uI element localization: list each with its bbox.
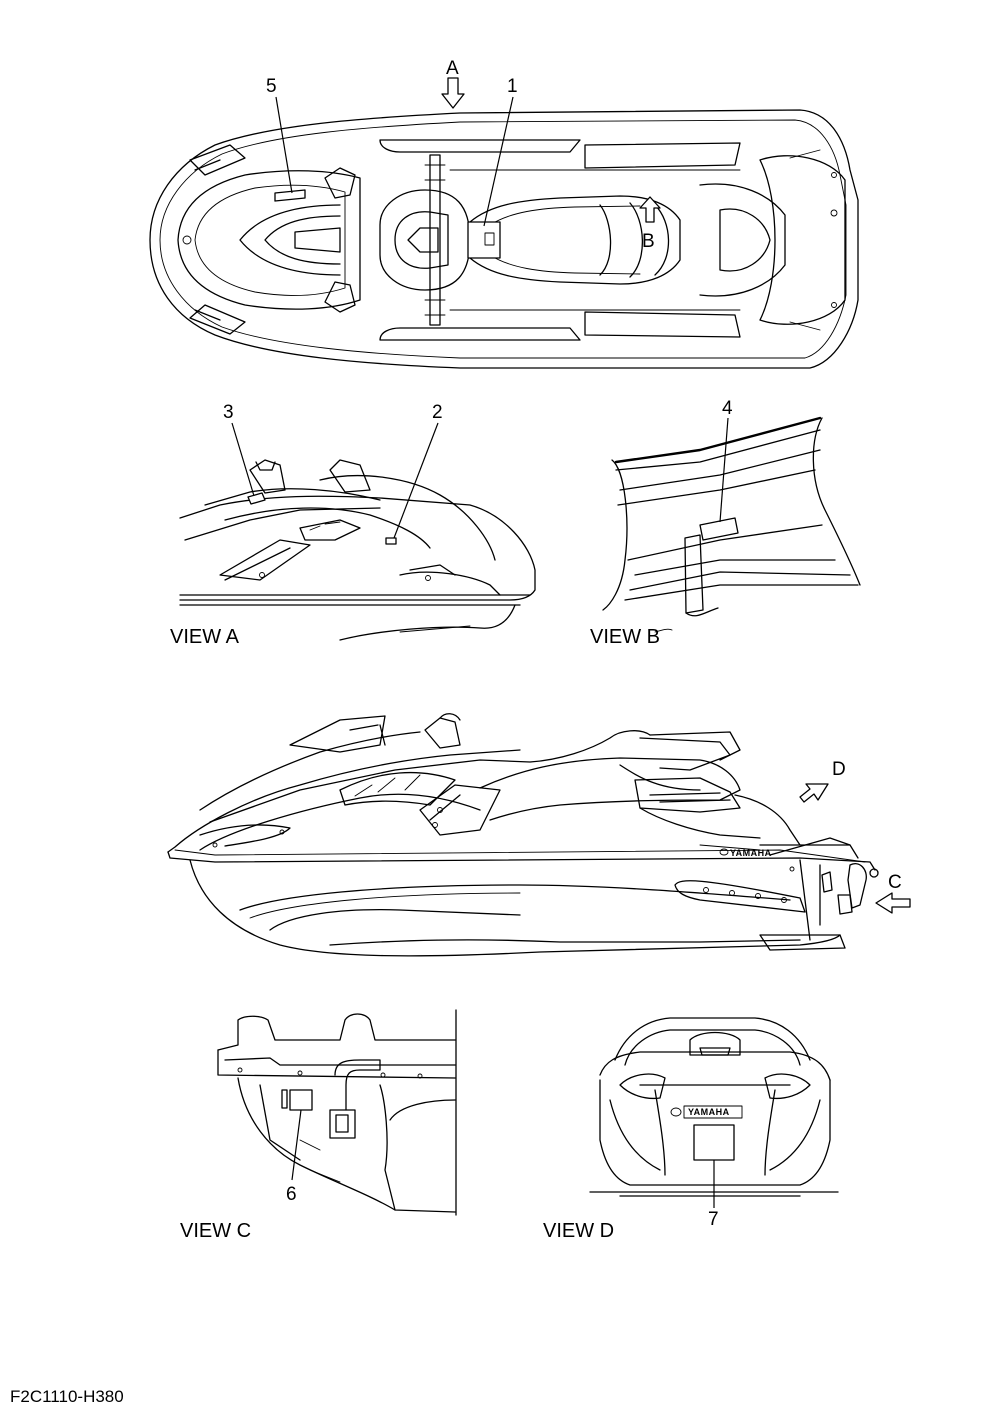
callout-2: 2 [432, 402, 443, 423]
leader-5 [275, 96, 293, 194]
callout-4: 4 [722, 398, 733, 419]
view-c-caption: VIEW C [180, 1220, 251, 1242]
side-yamaha-logo: YAMAHA [730, 848, 772, 858]
top-view [149, 77, 859, 369]
view-c-drawing [217, 1009, 457, 1216]
view-b-arrow-label: B [642, 231, 655, 252]
leader-1 [483, 96, 514, 227]
label-7-marker [693, 1124, 735, 1161]
view-b-drawing [602, 416, 861, 633]
label-4-marker [699, 517, 739, 541]
leader-6 [291, 1109, 302, 1181]
callout-7: 7 [708, 1209, 719, 1230]
callout-6: 6 [286, 1184, 297, 1205]
label-3-marker [247, 492, 266, 505]
view-c-arrow-label: C [888, 872, 902, 893]
callout-1: 1 [507, 76, 518, 97]
view-b-arrow [639, 196, 661, 223]
view-a-caption: VIEW A [170, 626, 240, 648]
view-a-drawing [179, 459, 536, 641]
callout-5: 5 [266, 76, 277, 97]
top-view-hull-outline [149, 109, 859, 369]
view-a-arrow-label: A [446, 58, 459, 79]
side-view: YAMAHA [167, 713, 911, 957]
figure-code: F2C1110-H380 [10, 1387, 124, 1406]
view-d-caption: VIEW D [543, 1220, 614, 1242]
view-a-arrow [441, 77, 465, 109]
label-2-marker [385, 537, 397, 545]
label-5-marker [274, 189, 306, 202]
leader-3 [231, 422, 255, 497]
label-6-marker [289, 1089, 313, 1111]
view-c-arrow [875, 892, 911, 914]
view-d-arrow-label: D [832, 759, 846, 780]
view-d-arrow [799, 783, 829, 803]
view-b-caption: VIEW B [590, 626, 660, 648]
rear-yamaha-logo: YAMAHA [688, 1107, 730, 1117]
leader-4 [719, 417, 729, 523]
label-1-marker [467, 221, 501, 259]
leader-2 [393, 422, 439, 539]
callout-3: 3 [223, 402, 234, 423]
